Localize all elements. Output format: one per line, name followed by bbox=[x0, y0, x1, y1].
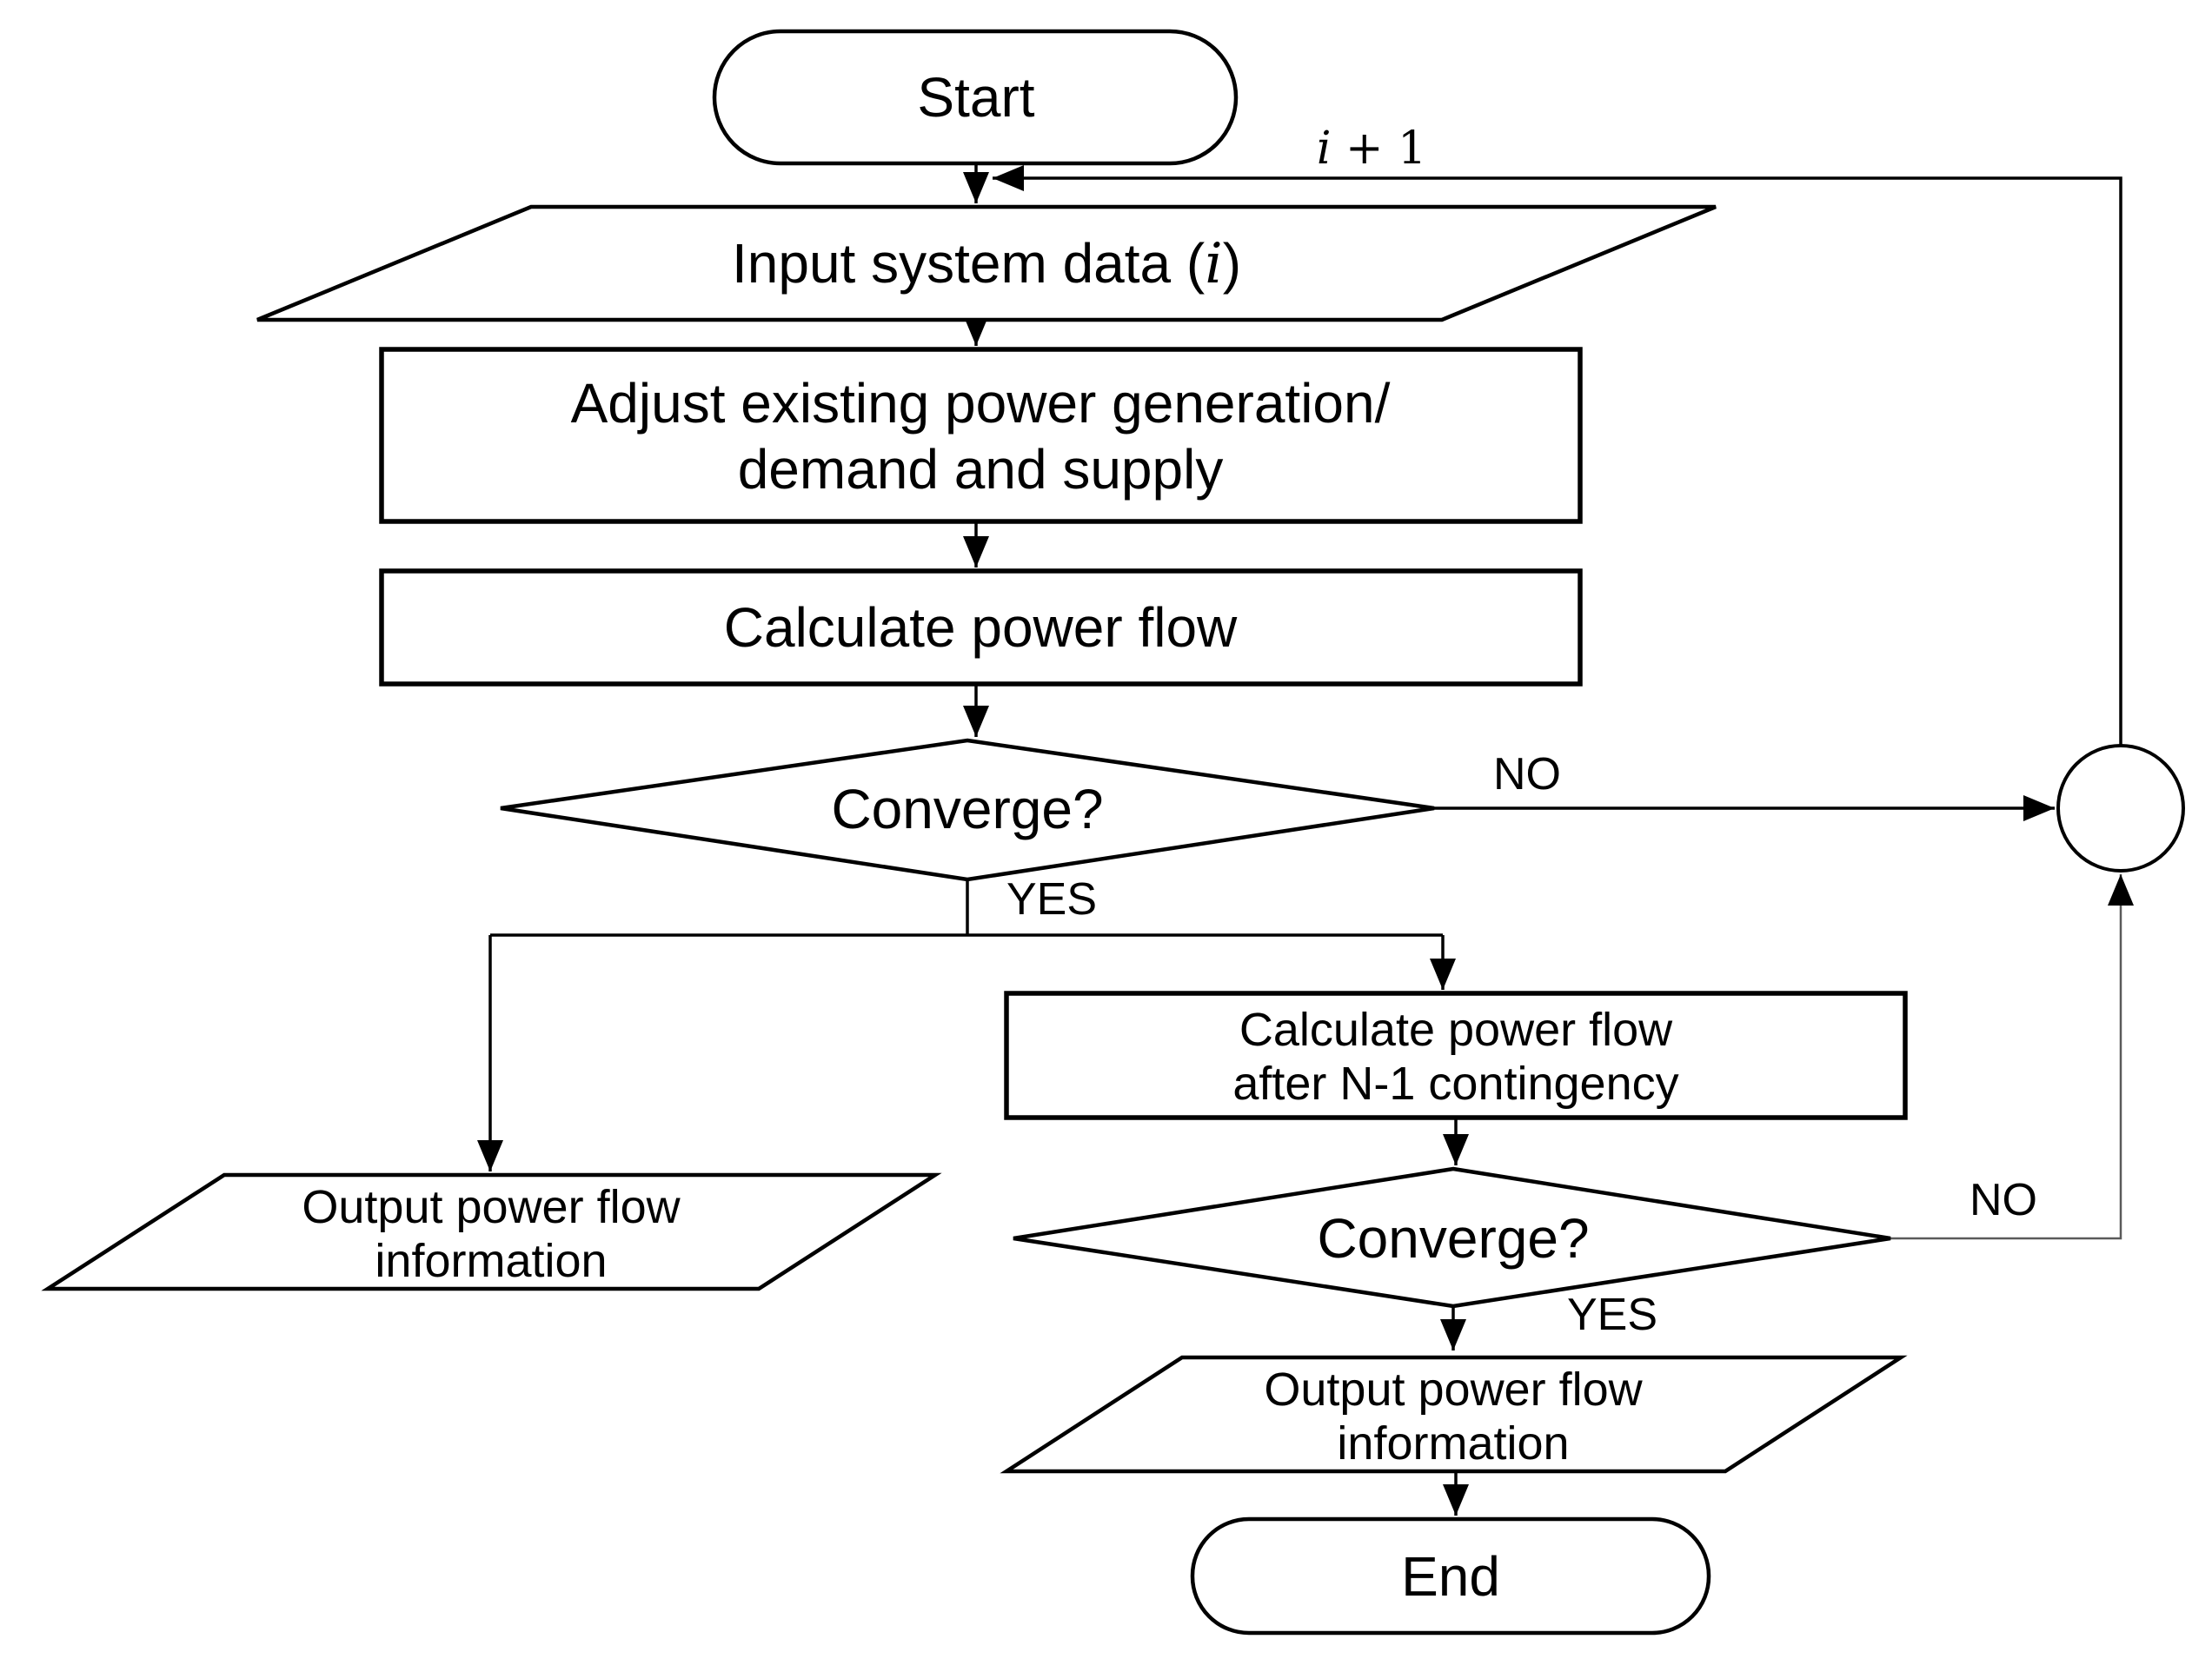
input-parallelogram-shape bbox=[256, 204, 1717, 322]
contingency-label-line2: after N-1 contingency bbox=[1232, 1058, 1678, 1110]
input-label-suffix: ) bbox=[1223, 232, 1241, 295]
output2-label-line1: Output power flow bbox=[1264, 1364, 1643, 1416]
adjust-label-line1: Adjust existing power generation/ bbox=[571, 372, 1391, 435]
node-output-power-flow-2: Output power flow information bbox=[1000, 1355, 1908, 1474]
adjust-label-line2: demand and supply bbox=[738, 438, 1224, 501]
node-output-power-flow-1: Output power flow information bbox=[41, 1172, 942, 1291]
converge2-no-label: NO bbox=[1970, 1175, 2037, 1225]
loop-connector-shape bbox=[2056, 744, 2185, 873]
edge-loop-return-to-input bbox=[993, 165, 2122, 749]
iteration-label-suffix: + 1 bbox=[1331, 123, 1426, 175]
output1-label-line1: Output power flow bbox=[302, 1181, 681, 1233]
edge-converge2-no-to-connector bbox=[1890, 874, 2134, 1240]
output1-label-line2: information bbox=[375, 1235, 607, 1287]
converge2-label: Converge? bbox=[1317, 1207, 1589, 1270]
node-start: Start bbox=[712, 29, 1239, 166]
node-adjust-generation: Adjust existing power generation/ demand… bbox=[379, 347, 1583, 524]
start-terminator-shape bbox=[712, 29, 1239, 166]
node-converge-1: Converge? bbox=[500, 738, 1435, 882]
start-label: Start bbox=[917, 66, 1034, 129]
iteration-label: i + 1 bbox=[1317, 123, 1426, 175]
converge1-decision-shape bbox=[500, 738, 1435, 882]
contingency-label-line1: Calculate power flow bbox=[1239, 1004, 1673, 1056]
output1-parallelogram-shape bbox=[41, 1172, 942, 1291]
adjust-process-shape bbox=[379, 347, 1583, 524]
iteration-label-variable: i bbox=[1317, 123, 1332, 175]
output2-parallelogram-shape bbox=[1000, 1355, 1908, 1474]
end-terminator-shape bbox=[1190, 1516, 1711, 1636]
end-label: End bbox=[1401, 1545, 1500, 1608]
input-label: Input system data (i) bbox=[732, 232, 1241, 296]
calculate-process-shape bbox=[379, 568, 1583, 687]
converge2-decision-shape bbox=[1013, 1166, 1891, 1309]
input-label-prefix: Input system data ( bbox=[732, 232, 1205, 295]
converge1-yes-label: YES bbox=[1006, 874, 1097, 925]
converge1-no-label: NO bbox=[1493, 749, 1561, 800]
node-calculate-contingency: Calculate power flow after N-1 contingen… bbox=[1004, 991, 1908, 1120]
node-calculate-power-flow: Calculate power flow bbox=[379, 568, 1583, 687]
converge2-yes-label: YES bbox=[1567, 1290, 1657, 1340]
node-input-system-data: Input system data (i) bbox=[256, 204, 1717, 322]
converge1-label: Converge? bbox=[831, 778, 1103, 840]
calculate-label: Calculate power flow bbox=[724, 596, 1238, 659]
node-connector-circle bbox=[2056, 744, 2185, 873]
output2-label-line2: information bbox=[1337, 1417, 1569, 1470]
node-converge-2: Converge? bbox=[1013, 1166, 1891, 1309]
node-end: End bbox=[1190, 1516, 1711, 1636]
contingency-process-shape bbox=[1004, 991, 1908, 1120]
input-label-variable: i bbox=[1205, 232, 1222, 296]
